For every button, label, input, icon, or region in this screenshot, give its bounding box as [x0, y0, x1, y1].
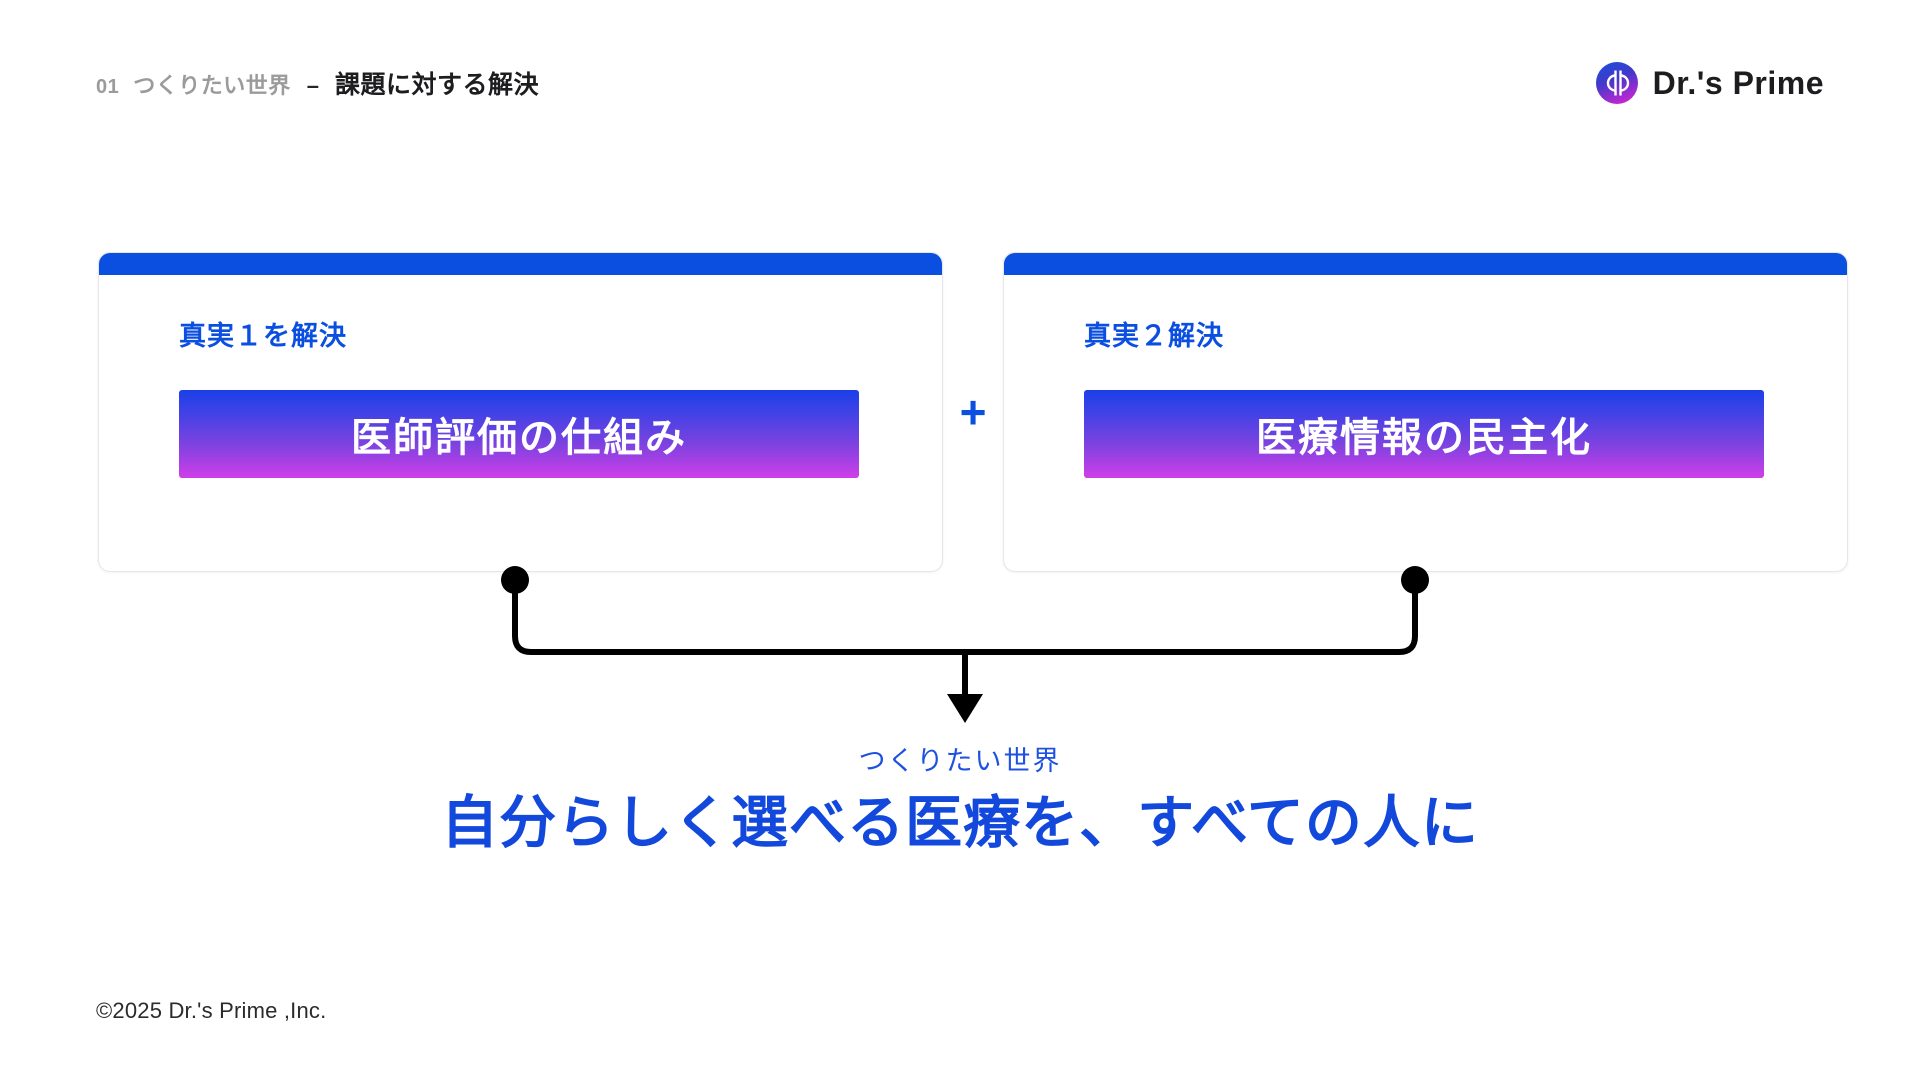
section-label: つくりたい世界: [133, 73, 291, 98]
solution-cards-row: 真実１を解決 医師評価の仕組み + 真実２解決 医療情報の民主化: [98, 252, 1848, 572]
card-accent-bar: [1004, 253, 1847, 275]
card-accent-bar: [99, 253, 942, 275]
slide-header: 01 つくりたい世界 – 課題に対する解決 Dr.'s P: [96, 56, 1824, 110]
card-label: 真実１を解決: [179, 321, 347, 351]
page-title: 課題に対する解決: [335, 71, 540, 99]
tagline-kicker: つくりたい世界: [858, 746, 1062, 776]
plus-icon: +: [943, 252, 1003, 572]
copyright-footer: ©2025 Dr.'s Prime ,Inc.: [96, 998, 327, 1023]
card-pill-label: 医療情報の民主化: [1256, 416, 1592, 460]
breadcrumb-separator: –: [306, 73, 320, 98]
card-pill: 医療情報の民主化: [1084, 390, 1764, 478]
breadcrumb: 01 つくりたい世界 – 課題に対する解決: [96, 65, 539, 101]
solution-card-2[interactable]: 真実２解決 医療情報の民主化: [1003, 252, 1848, 572]
tagline-headline: 自分らしく選べる医療を、すべての人に: [441, 791, 1479, 856]
solution-card-1[interactable]: 真実１を解決 医師評価の仕組み: [98, 252, 943, 572]
card-pill: 医師評価の仕組み: [179, 390, 859, 478]
plus-symbol: +: [959, 386, 987, 438]
tagline-block: つくりたい世界 自分らしく選べる医療を、すべての人に: [0, 745, 1920, 857]
drs-prime-logo-icon: [1595, 61, 1639, 105]
card-pill-label: 医師評価の仕組み: [351, 416, 687, 460]
slide-number: 01: [96, 76, 120, 98]
card-body: 真実２解決 医療情報の民主化: [1004, 275, 1847, 571]
card-body: 真実１を解決 医師評価の仕組み: [99, 275, 942, 571]
brand-name: Dr.'s Prime: [1652, 64, 1824, 101]
merge-arrow-icon: [460, 560, 1470, 730]
brand-logo: Dr.'s Prime: [1595, 61, 1824, 105]
card-label: 真実２解決: [1084, 321, 1224, 351]
